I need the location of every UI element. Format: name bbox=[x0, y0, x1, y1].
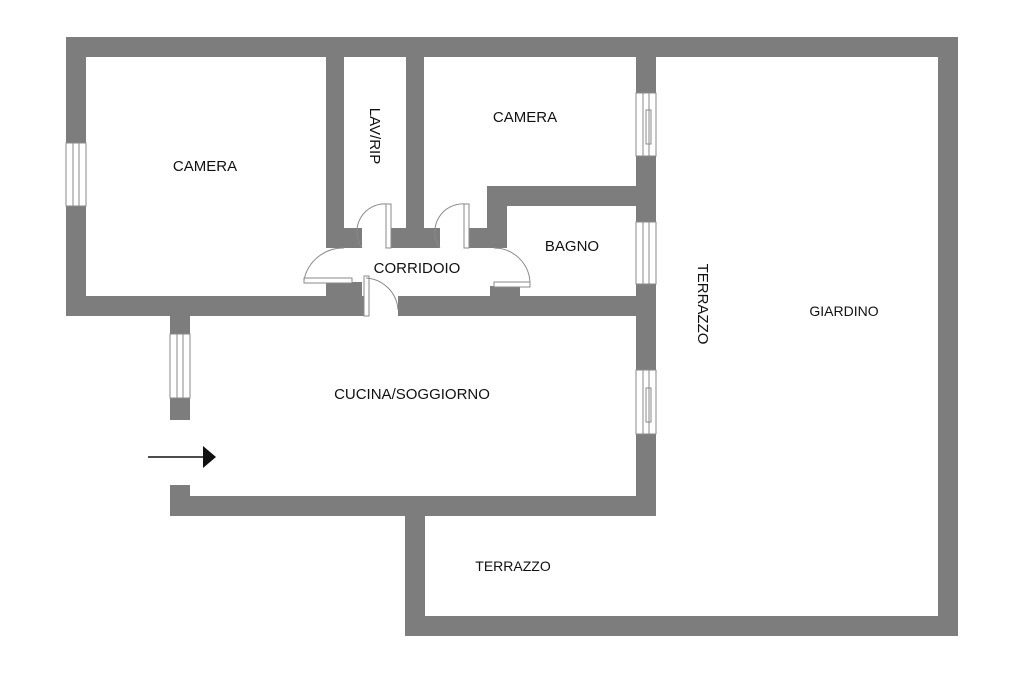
outer-walls bbox=[66, 37, 958, 636]
wall-lav-bottom bbox=[390, 228, 440, 248]
door-camera-top bbox=[434, 203, 470, 249]
door-bagno bbox=[493, 247, 531, 288]
wall-terrace-left bbox=[405, 496, 425, 636]
wall-bottom bbox=[405, 616, 958, 636]
label-cucina-soggiorno: CUCINA/SOGGIORNO bbox=[334, 386, 490, 403]
label-giardino: GIARDINO bbox=[809, 303, 878, 319]
windows bbox=[65, 92, 657, 435]
label-camera-left: CAMERA bbox=[173, 158, 237, 175]
label-bagno: BAGNO bbox=[545, 238, 599, 255]
wall-bagno-bottom-stub bbox=[490, 286, 520, 316]
wall-cucina-left-2 bbox=[170, 398, 190, 420]
wall-right bbox=[938, 37, 958, 636]
label-corridoio: CORRIDOIO bbox=[374, 260, 461, 277]
window-cucina-right bbox=[635, 369, 657, 435]
door-lav-rip bbox=[356, 203, 392, 249]
window-camera-left bbox=[65, 142, 87, 207]
wall-bagno-left-stub bbox=[468, 228, 507, 248]
window-bagno bbox=[635, 221, 657, 285]
door-cucina bbox=[363, 275, 399, 317]
wall-center-3 bbox=[636, 284, 656, 370]
wall-cucina-left-1 bbox=[170, 316, 190, 334]
window-camera-top bbox=[635, 92, 657, 157]
label-terrazzo-vertical: TERRAZZO bbox=[694, 264, 711, 345]
window-cucina-left bbox=[169, 333, 191, 399]
wall-camera-lav bbox=[326, 37, 344, 247]
label-camera-top: CAMERA bbox=[493, 109, 557, 126]
door-camera-left bbox=[303, 247, 353, 284]
wall-top bbox=[66, 37, 958, 57]
doors bbox=[303, 203, 531, 317]
wall-lav-camera bbox=[406, 37, 424, 247]
arrow-right-icon bbox=[148, 446, 216, 468]
wall-camera-bagno bbox=[487, 186, 655, 206]
wall-corridor-cucina bbox=[398, 296, 656, 316]
wall-camera-cucina bbox=[66, 296, 364, 316]
interior-walls bbox=[66, 37, 656, 516]
wall-center-1 bbox=[636, 37, 656, 93]
wall-left-upper bbox=[66, 37, 86, 143]
wall-center-4 bbox=[636, 434, 656, 516]
wall-cucina-bottom bbox=[170, 496, 656, 516]
wall-left-lower bbox=[66, 206, 86, 316]
label-lav-rip: LAV/RIP bbox=[366, 108, 383, 164]
wall-corridor-left-stub bbox=[326, 282, 362, 316]
wall-center-2 bbox=[636, 156, 656, 222]
wall-cucina-left-3 bbox=[170, 485, 190, 516]
label-terrazzo-bottom: TERRAZZO bbox=[475, 558, 551, 574]
wall-camera-lav-stub bbox=[326, 228, 362, 248]
